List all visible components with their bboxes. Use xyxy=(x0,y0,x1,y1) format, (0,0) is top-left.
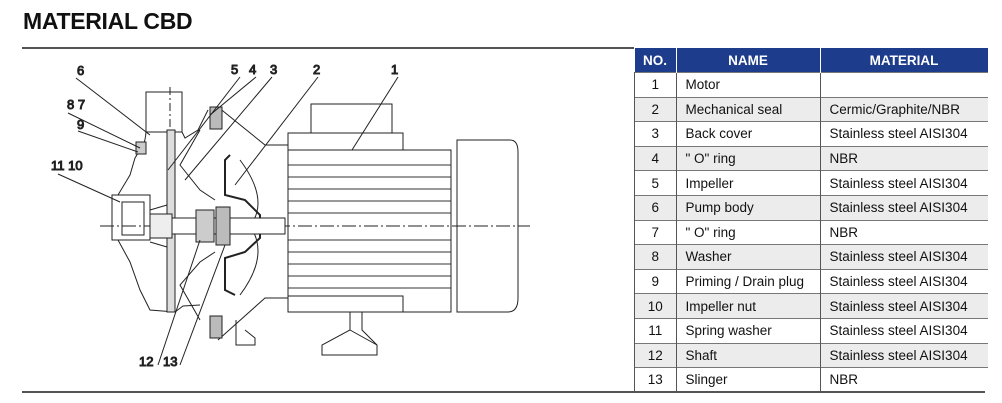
callout-12: 12 xyxy=(139,354,153,369)
cell-material: NBR xyxy=(819,219,988,245)
back-cover xyxy=(179,129,216,321)
page-title: MATERIAL CBD xyxy=(23,8,193,34)
foot xyxy=(235,320,256,346)
cell-no: 7 xyxy=(634,219,676,245)
callout-2: 2 xyxy=(313,62,320,77)
cell-name: Impeller xyxy=(675,170,820,196)
cell-no: 13 xyxy=(634,367,676,392)
pump-cross-section-drawing: 6 8 7 9 11 10 5 4 3 2 1 12 13 xyxy=(51,62,530,370)
slinger xyxy=(215,206,231,246)
cell-material: NBR xyxy=(819,145,988,171)
cell-material xyxy=(819,72,988,98)
callout-5: 5 xyxy=(231,62,238,77)
callout-6: 6 xyxy=(77,63,84,78)
cell-material: Stainless steel AISI304 xyxy=(819,121,988,147)
cell-name: Spring washer xyxy=(675,317,820,344)
drain-plug xyxy=(135,141,147,155)
mechanical-seal xyxy=(195,209,215,243)
cell-material: Stainless steel AISI304 xyxy=(819,244,988,270)
cell-name: Washer xyxy=(675,244,820,270)
cell-no: 1 xyxy=(634,72,676,98)
cell-name: Priming / Drain plug xyxy=(675,268,820,294)
cell-material: Stainless steel AISI304 xyxy=(819,194,988,221)
header-material: MATERIAL xyxy=(820,48,989,73)
cell-name: Back cover xyxy=(675,121,820,147)
cell-no: 6 xyxy=(634,194,676,221)
cell-material: Stainless steel AISI304 xyxy=(819,342,988,368)
header-no: NO. xyxy=(634,48,677,73)
cell-material: Cermic/Graphite/NBR xyxy=(819,96,988,122)
header-name: NAME xyxy=(676,48,821,73)
top-rule xyxy=(22,47,634,49)
cell-no: 9 xyxy=(634,268,676,294)
cell-no: 3 xyxy=(634,121,676,147)
cell-name: Shaft xyxy=(675,342,820,368)
callout-9: 9 xyxy=(77,117,84,132)
cell-no: 8 xyxy=(634,244,676,270)
cell-no: 5 xyxy=(634,170,676,196)
callout-13: 13 xyxy=(163,354,177,369)
cell-no: 11 xyxy=(634,317,676,344)
table-header-row: NO. NAME MATERIAL xyxy=(634,48,989,73)
motor-bracket xyxy=(217,106,288,341)
callout-8-7: 8 7 xyxy=(67,97,85,112)
bottom-rule xyxy=(22,391,985,393)
cell-no: 4 xyxy=(634,145,676,171)
cell-name: " O" ring xyxy=(675,145,820,171)
o-ring-bottom xyxy=(209,315,223,339)
cell-name: Mechanical seal xyxy=(675,96,820,122)
cell-name: Slinger xyxy=(675,367,820,392)
cell-name: " O" ring xyxy=(675,219,820,245)
callout-4: 4 xyxy=(249,62,256,77)
cell-material: Stainless steel AISI304 xyxy=(819,293,988,319)
cell-material: Stainless steel AISI304 xyxy=(819,170,988,196)
cell-material: NBR xyxy=(819,367,988,392)
cell-material: Stainless steel AISI304 xyxy=(819,317,988,344)
cell-name: Pump body xyxy=(675,194,820,221)
cell-name: Motor xyxy=(675,72,820,98)
cell-no: 10 xyxy=(634,293,676,319)
cell-material: Stainless steel AISI304 xyxy=(819,268,988,294)
cell-name: Impeller nut xyxy=(675,293,820,319)
callout-1: 1 xyxy=(391,62,398,77)
cell-no: 12 xyxy=(634,342,676,368)
callout-3: 3 xyxy=(270,62,277,77)
cell-no: 2 xyxy=(634,96,676,122)
motor xyxy=(287,103,519,356)
callout-11-10: 11 10 xyxy=(51,158,83,173)
impeller-nut xyxy=(149,213,173,239)
pump-body xyxy=(111,91,209,313)
